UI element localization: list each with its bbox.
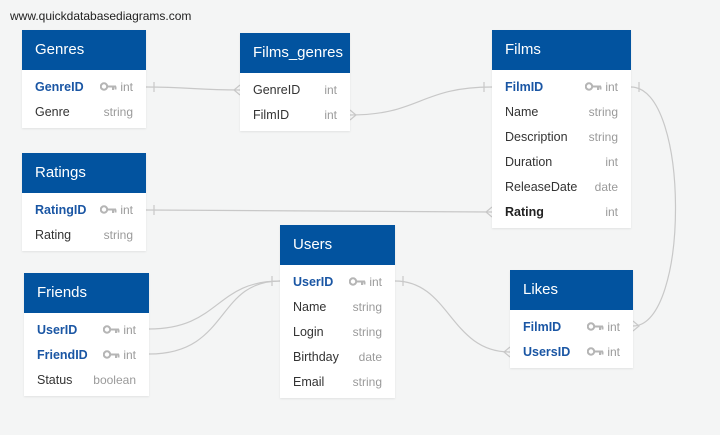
- field-type: string: [352, 324, 382, 339]
- field-name: Rating: [505, 204, 544, 219]
- field-name: UserID: [37, 322, 78, 337]
- table-users[interactable]: Users UserID int Name string Login strin…: [280, 225, 395, 398]
- field-ratings-ratingid[interactable]: RatingID int: [22, 197, 146, 222]
- table-users-header[interactable]: Users: [280, 225, 395, 265]
- field-type: int: [120, 202, 133, 217]
- field-name: Rating: [35, 227, 72, 242]
- field-likes-filmid[interactable]: FilmID int: [510, 314, 633, 339]
- field-name: UserID: [293, 274, 334, 289]
- field-type: int: [607, 344, 620, 359]
- field-users-userid[interactable]: UserID int: [280, 269, 395, 294]
- key-icon: [349, 277, 366, 286]
- table-films-genres-header[interactable]: Films_genres: [240, 33, 350, 73]
- field-friends-userid[interactable]: UserID int: [24, 317, 149, 342]
- field-films-releasedate[interactable]: ReleaseDate date: [492, 174, 631, 199]
- field-type: int: [605, 79, 618, 94]
- field-films-genres-filmid[interactable]: FilmID int: [240, 102, 350, 127]
- field-films-filmid[interactable]: FilmID int: [492, 74, 631, 99]
- table-friends-header[interactable]: Friends: [24, 273, 149, 313]
- field-friends-status[interactable]: Status boolean: [24, 367, 149, 392]
- table-ratings[interactable]: Ratings RatingID int Rating string: [22, 153, 146, 251]
- field-type: int: [369, 274, 382, 289]
- field-name: GenreID: [253, 82, 301, 97]
- field-type: string: [352, 299, 382, 314]
- field-name: FriendID: [37, 347, 88, 362]
- field-type: string: [352, 374, 382, 389]
- table-films[interactable]: Films FilmID int Name string Description…: [492, 30, 631, 228]
- link-ratings-films: [145, 205, 493, 218]
- field-friends-friendid[interactable]: FriendID int: [24, 342, 149, 367]
- field-ratings-rating[interactable]: Rating string: [22, 222, 146, 247]
- key-icon: [587, 347, 604, 356]
- field-type: date: [594, 179, 618, 194]
- field-name: FilmID: [505, 79, 544, 94]
- field-name: GenreID: [35, 79, 84, 94]
- field-name: Duration: [505, 154, 553, 169]
- field-genres-genre[interactable]: Genre string: [22, 99, 146, 124]
- field-name: Name: [505, 104, 539, 119]
- table-likes[interactable]: Likes FilmID int UsersID int: [510, 270, 633, 368]
- field-name: Genre: [35, 104, 70, 119]
- field-name: Email: [293, 374, 325, 389]
- link-films-likes: [630, 82, 677, 332]
- field-likes-usersid[interactable]: UsersID int: [510, 339, 633, 364]
- table-films-genres[interactable]: Films_genres GenreID int FilmID int: [240, 33, 350, 131]
- table-friends[interactable]: Friends UserID int FriendID int Status b…: [24, 273, 149, 396]
- field-type: int: [605, 204, 618, 219]
- link-friends-userid-users: [148, 280, 281, 330]
- field-name: RatingID: [35, 202, 87, 217]
- field-users-login[interactable]: Login string: [280, 319, 395, 344]
- key-icon: [100, 205, 117, 214]
- link-users-likes: [394, 276, 511, 358]
- field-name: FilmID: [253, 107, 290, 122]
- field-type: int: [607, 319, 620, 334]
- field-type: int: [324, 107, 337, 122]
- field-name: Birthday: [293, 349, 339, 364]
- key-icon: [103, 325, 120, 334]
- field-films-genres-genreid[interactable]: GenreID int: [240, 77, 350, 102]
- field-films-rating[interactable]: Rating int: [492, 199, 631, 224]
- link-films-genres-films: [349, 82, 493, 121]
- field-name: UsersID: [523, 344, 571, 359]
- field-type: string: [103, 104, 133, 119]
- key-icon: [103, 350, 120, 359]
- field-films-duration[interactable]: Duration int: [492, 149, 631, 174]
- link-genres-films-genres: [145, 82, 241, 96]
- field-type: int: [123, 347, 136, 362]
- table-ratings-header[interactable]: Ratings: [22, 153, 146, 193]
- field-type: int: [120, 79, 133, 94]
- field-type: int: [324, 82, 337, 97]
- field-films-description[interactable]: Description string: [492, 124, 631, 149]
- field-type: string: [588, 104, 618, 119]
- field-name: ReleaseDate: [505, 179, 578, 194]
- field-name: Description: [505, 129, 568, 144]
- table-genres-header[interactable]: Genres: [22, 30, 146, 70]
- field-type: string: [103, 227, 133, 242]
- field-type: int: [123, 322, 136, 337]
- field-users-email[interactable]: Email string: [280, 369, 395, 394]
- key-icon: [585, 82, 602, 91]
- field-users-name[interactable]: Name string: [280, 294, 395, 319]
- field-name: Login: [293, 324, 324, 339]
- table-likes-header[interactable]: Likes: [510, 270, 633, 310]
- field-type: string: [588, 129, 618, 144]
- field-films-name[interactable]: Name string: [492, 99, 631, 124]
- watermark: www.quickdatabasediagrams.com: [10, 9, 192, 23]
- field-genres-genreid[interactable]: GenreID int: [22, 74, 146, 99]
- link-friends-friendid-users: [148, 280, 281, 355]
- field-type: boolean: [93, 372, 136, 387]
- key-icon: [100, 82, 117, 91]
- field-name: Status: [37, 372, 73, 387]
- field-name: FilmID: [523, 319, 562, 334]
- field-name: Name: [293, 299, 327, 314]
- table-films-header[interactable]: Films: [492, 30, 631, 70]
- field-type: date: [358, 349, 382, 364]
- key-icon: [587, 322, 604, 331]
- table-genres[interactable]: Genres GenreID int Genre string: [22, 30, 146, 128]
- field-users-birthday[interactable]: Birthday date: [280, 344, 395, 369]
- field-type: int: [605, 154, 618, 169]
